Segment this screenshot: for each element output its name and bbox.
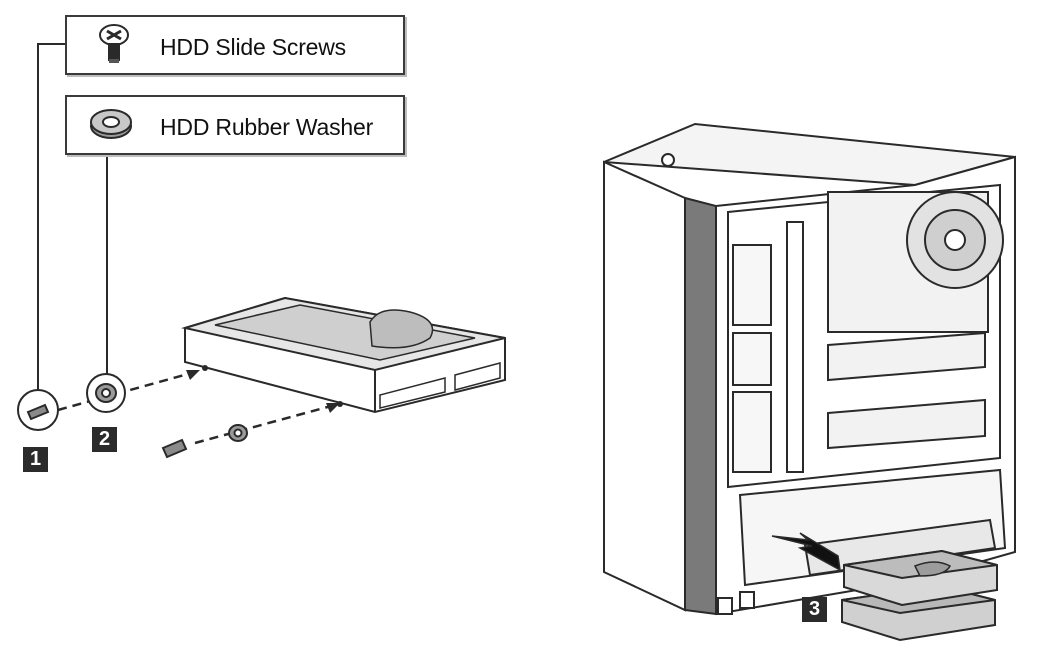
step-3-badge: 3 <box>802 597 827 622</box>
rubber-washer-icon <box>90 109 132 139</box>
insert-arrow-upper <box>57 370 196 412</box>
slide-screws-label: HDD Slide Screws <box>160 34 346 60</box>
slide-screws-label-box: HDD Slide Screws <box>65 15 405 75</box>
pc-case <box>603 122 1016 616</box>
step-2-badge: 2 <box>92 427 117 452</box>
rubber-washer-label: HDD Rubber Washer <box>160 114 374 140</box>
hard-drives-in-cage <box>841 549 998 642</box>
screw-leader-line <box>37 43 66 392</box>
slide-screw-callout <box>17 389 59 431</box>
slide-screw-icon <box>99 24 129 63</box>
slide-in-arrow <box>771 532 841 572</box>
rubber-washer-callout <box>86 373 126 413</box>
loose-screw-and-washer <box>161 424 248 459</box>
hard-drive-left <box>181 296 506 414</box>
rubber-washer-label-box: HDD Rubber Washer <box>65 95 405 155</box>
step-1-badge: 1 <box>23 447 48 472</box>
insert-arrow-lower <box>194 403 336 445</box>
